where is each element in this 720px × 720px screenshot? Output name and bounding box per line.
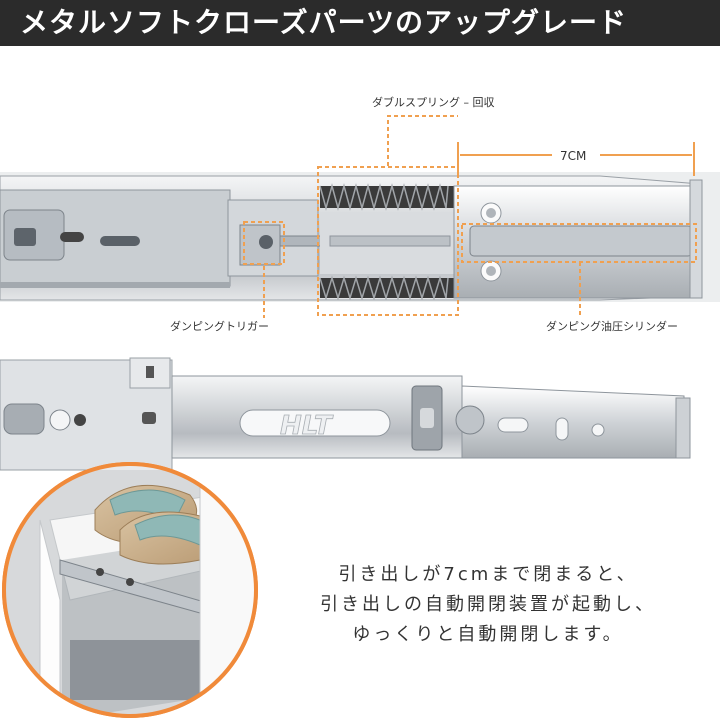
spring-lower — [319, 275, 454, 301]
lower-rail — [0, 357, 691, 471]
caption-line-1: 引き出しが7cmまで閉まると、 — [338, 564, 638, 585]
header-title: メタルソフトクローズパーツのアップグレード — [20, 6, 628, 39]
double-spring-label: ダブルスプリング – 回収 — [372, 96, 495, 109]
length-label: 7CM — [560, 149, 587, 163]
drawer-inset — [2, 462, 258, 718]
damping-trigger-label: ダンピングトリガー — [170, 320, 269, 333]
damping-cylinder-label: ダンピング油圧シリンダー — [546, 320, 678, 333]
header-bar: メタルソフトクローズパーツのアップグレード — [0, 0, 720, 46]
rail-logo: HLT — [280, 411, 334, 441]
caption-line-3: ゆっくりと自動開閉します。 — [352, 624, 624, 645]
spring-upper — [319, 183, 454, 211]
caption-line-2: 引き出しの自動開閉装置が起動し、 — [320, 594, 656, 615]
caption: 引き出しが7cmまで閉まると、 引き出しの自動開閉装置が起動し、 ゆっくりと自動… — [318, 560, 658, 650]
top-rail-closeup — [0, 115, 720, 318]
spring-highlight-box — [317, 166, 459, 316]
trigger-highlight-box — [243, 221, 285, 265]
